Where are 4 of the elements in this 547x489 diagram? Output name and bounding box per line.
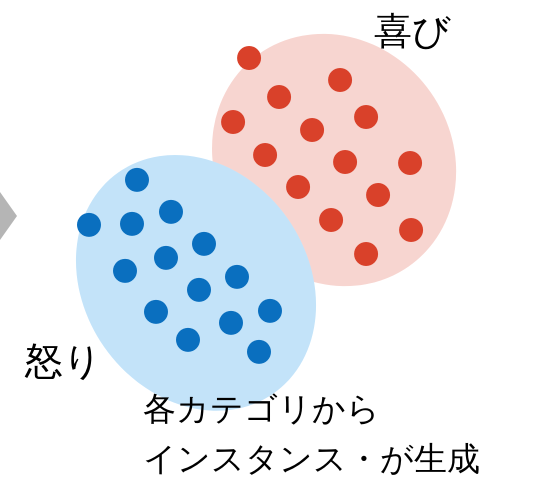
cluster-label: 怒り	[25, 342, 102, 380]
caption-text: インスタンス・が生成	[143, 442, 480, 475]
caption-text: 各カテゴリから	[143, 392, 380, 425]
cluster-label: 喜び	[374, 12, 451, 50]
